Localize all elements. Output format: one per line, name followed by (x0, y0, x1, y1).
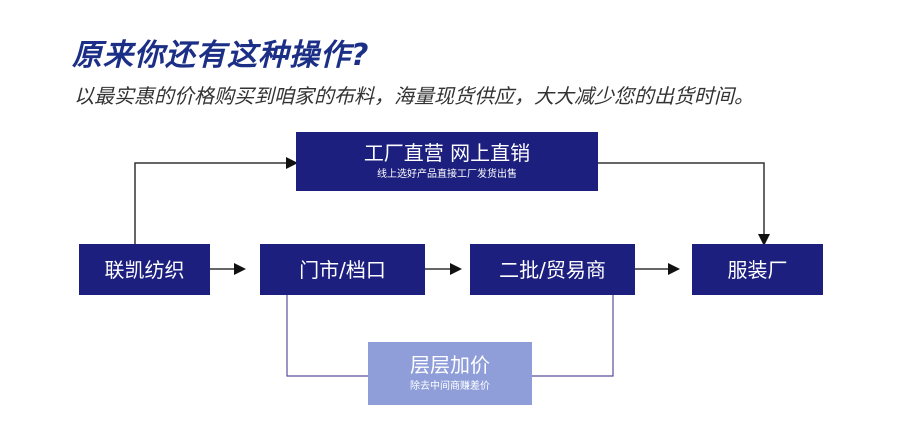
node-factory-label: 服装厂 (727, 257, 788, 282)
direct-sales-box: 工厂直营 网上直销 线上选好产品直接工厂发货出售 (296, 132, 598, 191)
node-wholesale: 二批/贸易商 (470, 244, 635, 295)
direct-sales-label: 工厂直营 网上直销 (363, 140, 531, 165)
arrow-source-to-direct (134, 157, 298, 244)
node-store: 门市/档口 (260, 244, 425, 295)
markup-sublabel: 除去中间商赚差价 (410, 380, 490, 392)
direct-sales-sublabel: 线上选好产品直接工厂发货出售 (377, 168, 517, 180)
page-title: 原来你还有这种操作? (72, 38, 370, 73)
node-store-label: 门市/档口 (299, 257, 386, 282)
markup-label: 层层加价 (410, 352, 490, 377)
markup-box: 层层加价 除去中间商赚差价 (368, 342, 532, 405)
node-factory: 服装厂 (692, 244, 823, 295)
node-wholesale-label: 二批/贸易商 (499, 257, 606, 282)
page-subtitle: 以最实惠的价格购买到咱家的布料，海量现货供应，大大减少您的出货时间。 (74, 84, 754, 108)
node-source: 联凯纺织 (79, 244, 210, 295)
arrow-direct-to-factory (598, 162, 770, 246)
node-source-label: 联凯纺织 (104, 257, 185, 282)
